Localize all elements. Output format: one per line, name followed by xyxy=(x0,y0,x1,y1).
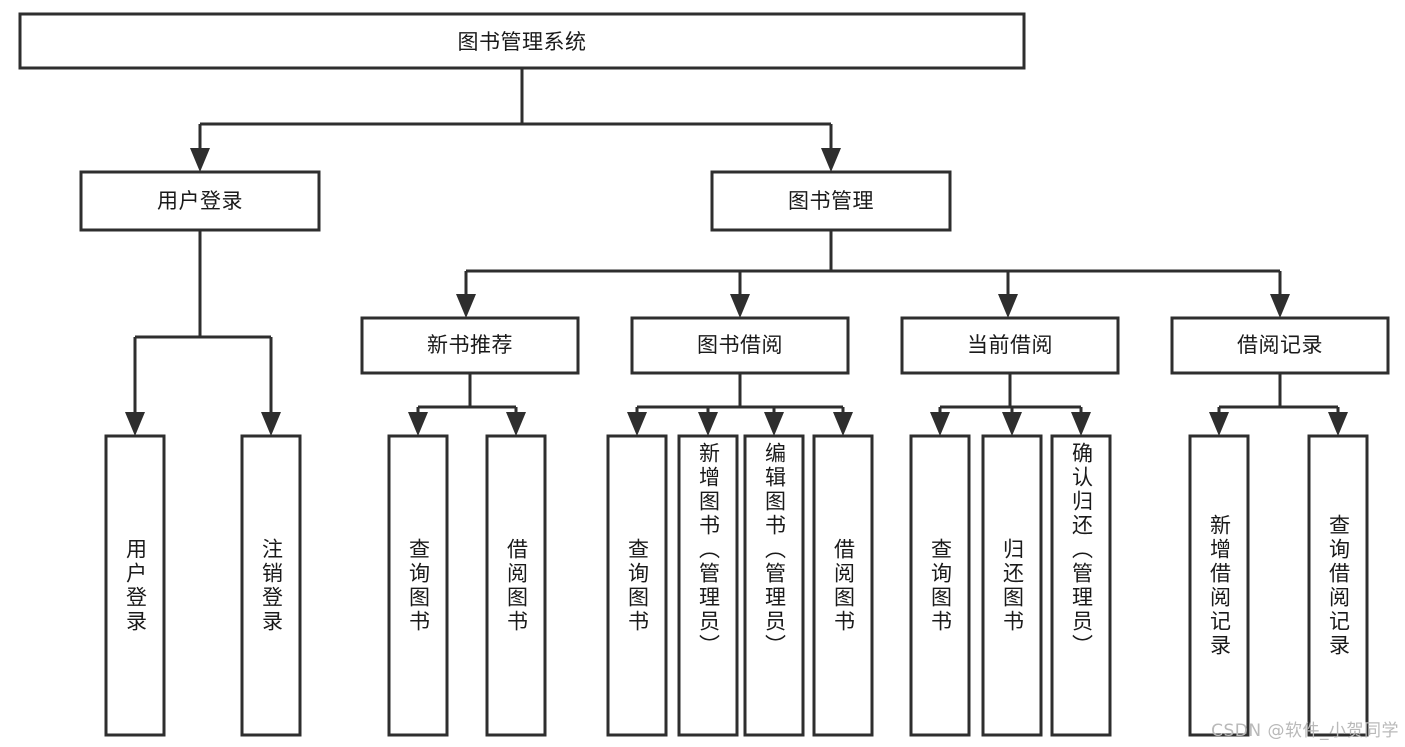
arrow-current-leaf-3 xyxy=(1071,412,1091,436)
leaf-box-query-book-current[interactable] xyxy=(909,434,971,737)
leaf-box-user-login[interactable] xyxy=(104,434,166,737)
node-user-login-label: 用户登录 xyxy=(157,189,243,213)
leaf-box-add-book-admin[interactable] xyxy=(677,434,739,737)
node-new-book-recommend-label: 新书推荐 xyxy=(427,333,513,357)
arrow-book-mgmt-to-records xyxy=(1270,294,1290,318)
arrow-new-book-leaf-1 xyxy=(408,412,428,436)
node-new-book-recommend-box[interactable] xyxy=(360,316,580,375)
node-book-management[interactable]: 图书管理 xyxy=(710,170,952,232)
arrow-user-login-leaf-2 xyxy=(261,412,281,436)
nodes-layer: 图书管理系统 用户登录 图书管理 新书推荐 图书借阅 xyxy=(18,12,1390,737)
leaf-box-confirm-return-admin[interactable] xyxy=(1050,434,1112,737)
leaf-box-query-book-borrow[interactable] xyxy=(606,434,668,737)
leaf-box-query-borrow-record[interactable] xyxy=(1307,434,1369,737)
arrow-borrow-leaf-2 xyxy=(698,412,718,436)
node-current-borrow-label: 当前借阅 xyxy=(967,333,1053,357)
arrow-borrow-leaf-3 xyxy=(764,412,784,436)
node-borrow-records[interactable]: 借阅记录 xyxy=(1170,316,1390,375)
node-borrow-records-box[interactable] xyxy=(1170,316,1390,375)
leaf-box-borrow-book-newbook[interactable] xyxy=(485,434,547,737)
node-borrow-records-label: 借阅记录 xyxy=(1237,333,1323,357)
node-current-borrow[interactable]: 当前借阅 xyxy=(900,316,1120,375)
node-user-login[interactable]: 用户登录 xyxy=(79,170,321,232)
node-user-login-box[interactable] xyxy=(79,170,321,232)
arrow-records-leaf-2 xyxy=(1328,412,1348,436)
node-book-management-box[interactable] xyxy=(710,170,952,232)
connectors-layer xyxy=(125,68,1348,436)
arrow-borrow-leaf-1 xyxy=(627,412,647,436)
leaf-box-query-book-newbook[interactable] xyxy=(387,434,449,737)
node-root-label: 图书管理系统 xyxy=(458,30,587,54)
arrow-book-mgmt-to-new-book xyxy=(456,294,476,318)
leaf-box-borrow-book[interactable] xyxy=(812,434,874,737)
node-current-borrow-box[interactable] xyxy=(900,316,1120,375)
node-book-borrow[interactable]: 图书借阅 xyxy=(630,316,850,375)
arrow-new-book-leaf-2 xyxy=(506,412,526,436)
arrow-borrow-leaf-4 xyxy=(833,412,853,436)
leaf-box-edit-book-admin[interactable] xyxy=(743,434,805,737)
leaf-box-logout[interactable] xyxy=(240,434,302,737)
node-book-borrow-label: 图书借阅 xyxy=(697,333,783,357)
node-new-book-recommend[interactable]: 新书推荐 xyxy=(360,316,580,375)
arrow-user-login-leaf-1 xyxy=(125,412,145,436)
leaf-box-return-book[interactable] xyxy=(981,434,1043,737)
node-book-management-label: 图书管理 xyxy=(788,189,874,213)
arrow-book-mgmt-to-borrow xyxy=(730,294,750,318)
arrow-current-leaf-2 xyxy=(1002,412,1022,436)
arrow-current-leaf-1 xyxy=(930,412,950,436)
leaf-box-add-borrow-record[interactable] xyxy=(1188,434,1250,737)
node-root[interactable]: 图书管理系统 xyxy=(18,12,1026,70)
node-root-box[interactable] xyxy=(18,12,1026,70)
arrow-root-to-book-mgmt xyxy=(821,148,841,172)
arrow-root-to-user-login xyxy=(190,148,210,172)
arrow-book-mgmt-to-current xyxy=(998,294,1018,318)
arrow-records-leaf-1 xyxy=(1209,412,1229,436)
node-book-borrow-box[interactable] xyxy=(630,316,850,375)
